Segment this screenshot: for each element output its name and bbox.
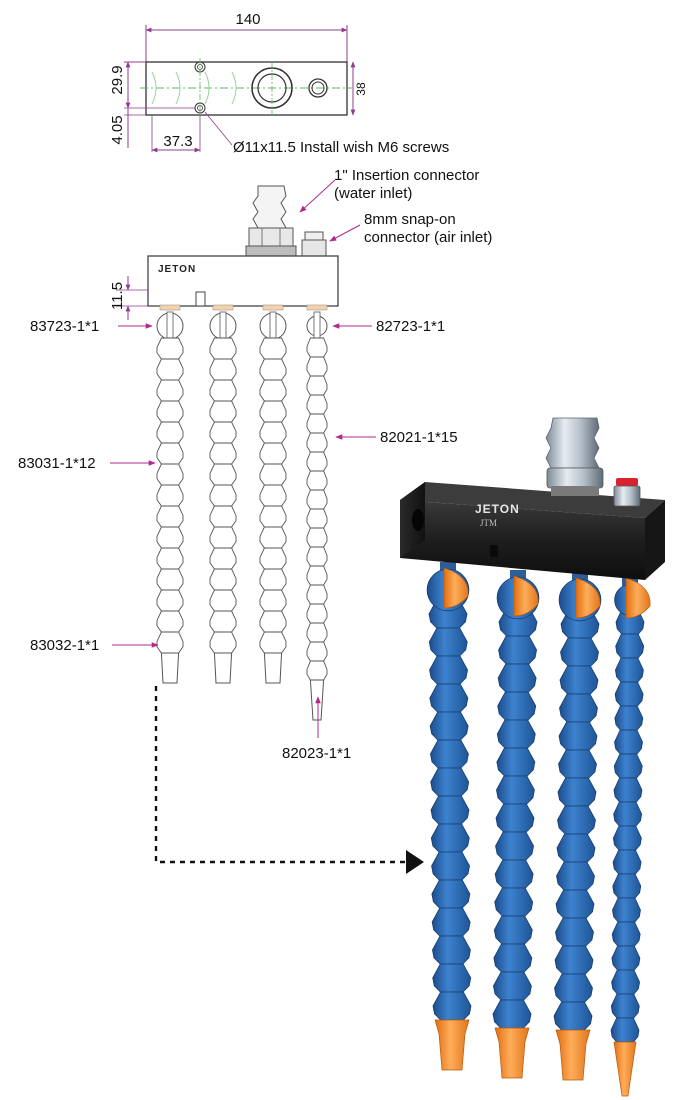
line-nozzle-2 xyxy=(213,652,233,684)
air-inlet-label-line2: connector (air inlet) xyxy=(364,229,492,246)
photo-valve-handle-1 xyxy=(443,567,469,609)
photo-brand: JETON xyxy=(475,502,520,516)
air-inlet-port xyxy=(308,78,328,98)
photo-nozzle-3 xyxy=(555,1029,591,1081)
photo-nozzle-1 xyxy=(434,1019,470,1071)
hose-left-label: 83031-1*12 xyxy=(18,455,96,472)
photo-valve-handle-2 xyxy=(513,575,539,617)
line-hose-1 xyxy=(156,311,184,684)
width-dimension-label: 140 xyxy=(235,11,260,28)
line-nozzle-1 xyxy=(160,652,180,684)
edge-offset-label: 4.05 xyxy=(109,115,126,144)
nozzle-left-label: 83032-1*1 xyxy=(30,637,99,654)
water-inlet-label-line2: (water inlet) xyxy=(334,185,412,202)
photo-hose-4 xyxy=(610,572,651,1097)
nozzle-right-label: 82023-1*1 xyxy=(282,745,351,762)
dashed-connector-arrow xyxy=(154,686,408,864)
air-inlet-callout-line xyxy=(329,224,361,242)
water-inlet-callout-line xyxy=(299,179,336,213)
hose-right-label: 82021-1*15 xyxy=(380,429,458,446)
line-art-hoses xyxy=(156,311,328,721)
side-view-brand: JETON xyxy=(158,264,196,275)
height-dimension-label: 38 xyxy=(354,82,368,96)
photo-water-fitting xyxy=(545,417,604,496)
side-view-block xyxy=(147,255,339,307)
air-inlet-fitting xyxy=(301,231,327,257)
line-hose-2 xyxy=(209,311,237,684)
top-view: 140 38 29.9 4.05 xyxy=(109,11,449,156)
line-nozzle-3 xyxy=(263,652,283,684)
photo-hoses xyxy=(426,562,651,1097)
connector-arrowhead xyxy=(406,850,424,874)
photo-air-fitting xyxy=(613,478,641,507)
line-hose-3 xyxy=(259,311,287,684)
valve-left-label: 83723-1*1 xyxy=(30,318,99,335)
air-inlet-label-line1: 8mm snap-on xyxy=(364,211,456,228)
photo-hose-2 xyxy=(492,570,540,1079)
water-inlet-fitting xyxy=(245,185,297,257)
valve-right-label: 82723-1*1 xyxy=(376,318,445,335)
photo-hose-3 xyxy=(553,572,602,1081)
hole-x-label: 37.3 xyxy=(163,133,192,150)
line-nozzle-4 xyxy=(309,679,325,721)
photo-valve-handle-4 xyxy=(625,577,651,619)
photo-valve-handle-3 xyxy=(575,577,601,619)
photo-hose-1 xyxy=(426,562,472,1071)
photo-sub-brand: JTM xyxy=(480,518,497,528)
photo-nozzle-4 xyxy=(613,1041,637,1097)
hole-note-label: Ø11x11.5 Install wish M6 screws xyxy=(233,139,449,156)
hole-offset-label: 29.9 xyxy=(109,65,126,94)
side-height-label: 11.5 xyxy=(109,282,126,310)
product-photo: JETON JTM xyxy=(400,417,665,1097)
photo-manifold-block: JETON JTM xyxy=(400,482,665,580)
photo-nozzle-2 xyxy=(494,1027,530,1079)
water-inlet-label-line1: 1" Insertion connector xyxy=(334,167,479,184)
side-view: JETON 11.5 1" Insertion connector (water… xyxy=(18,167,492,762)
line-hose-4 xyxy=(306,311,328,721)
